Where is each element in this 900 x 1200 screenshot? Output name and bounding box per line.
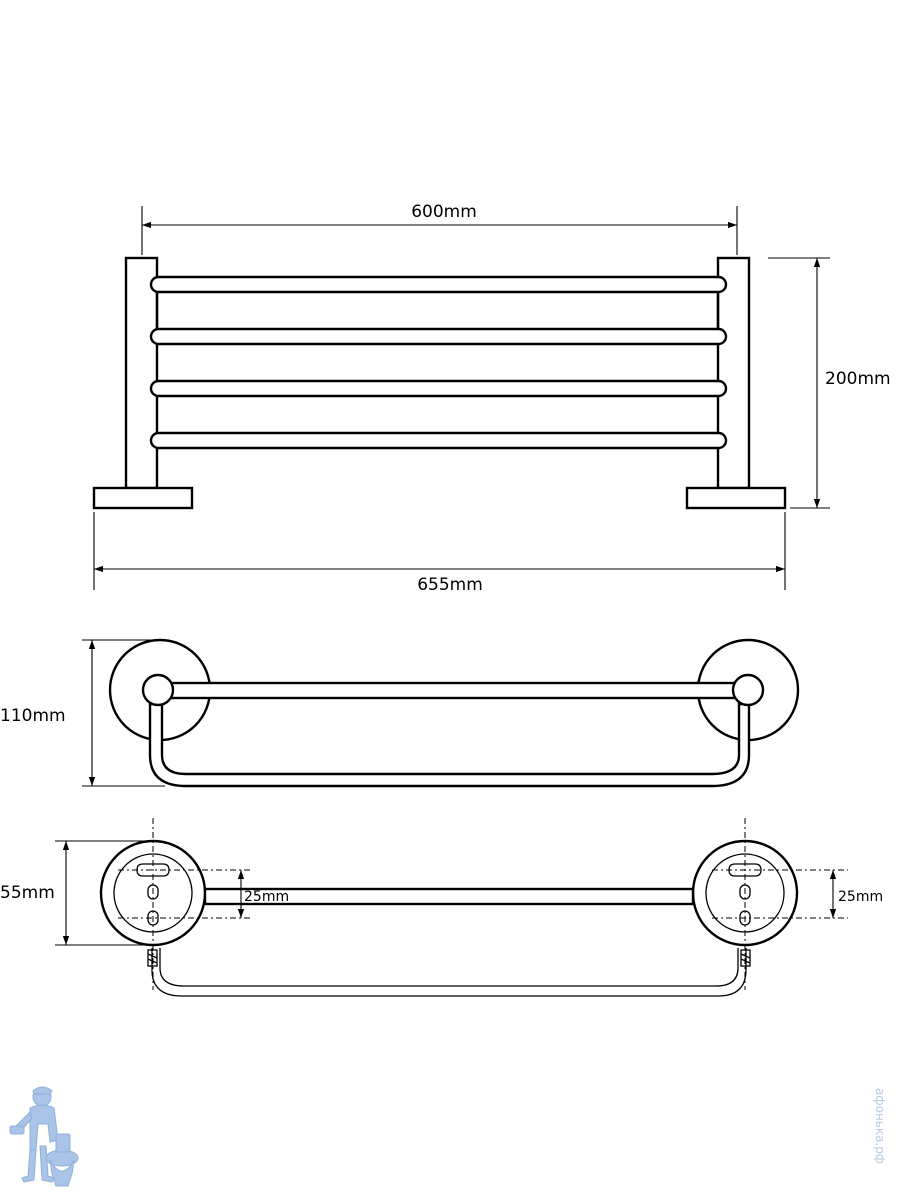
left-rail-knob — [141, 673, 175, 707]
dimension-25-left: 25mm — [237, 870, 289, 918]
dimension-25-right: 25mm — [829, 870, 883, 918]
left-keyhole-upper — [147, 884, 159, 900]
dim-label-110: 110mm — [0, 706, 66, 726]
rail-4 — [149, 431, 728, 450]
dimension-110: 110mm — [0, 639, 165, 787]
dim-label-25-left: 25mm — [244, 889, 289, 905]
lower-rail — [148, 702, 751, 788]
front-view: 600mm 200mm 655mm — [92, 202, 891, 595]
right-upper-slot — [728, 863, 762, 877]
dim-label-25-right: 25mm — [838, 889, 883, 905]
top-view-rail — [203, 887, 695, 906]
rail-2 — [149, 327, 728, 346]
top-lower-rail-outer — [151, 948, 747, 997]
site-watermark: афонька.рф — [873, 1088, 887, 1164]
right-rail-knob — [731, 673, 765, 707]
dimension-55: 55mm — [0, 840, 150, 946]
left-keyhole-lower — [147, 910, 159, 926]
top-view: 25mm 25mm 55mm — [0, 818, 883, 997]
left-base — [92, 486, 194, 510]
left-post — [124, 256, 159, 490]
top-lower-rail-inner — [159, 948, 739, 987]
plumber-mascot-icon — [9, 1086, 79, 1187]
dim-label-55: 55mm — [0, 883, 55, 903]
right-post — [716, 256, 751, 490]
right-keyhole-upper — [739, 884, 751, 900]
dimension-200: 200mm — [768, 257, 891, 509]
dim-label-200: 200mm — [825, 369, 891, 389]
dim-label-655: 655mm — [417, 575, 483, 595]
rail-1 — [149, 275, 728, 294]
right-base — [685, 486, 787, 510]
dim-label-600: 600mm — [411, 202, 477, 222]
dimension-655: 655mm — [93, 512, 786, 595]
top-rail — [158, 681, 749, 700]
dimension-600: 600mm — [141, 202, 738, 255]
left-upper-slot — [136, 863, 170, 877]
side-view: 110mm — [0, 638, 800, 788]
right-keyhole-lower — [739, 910, 751, 926]
rail-3 — [149, 379, 728, 398]
